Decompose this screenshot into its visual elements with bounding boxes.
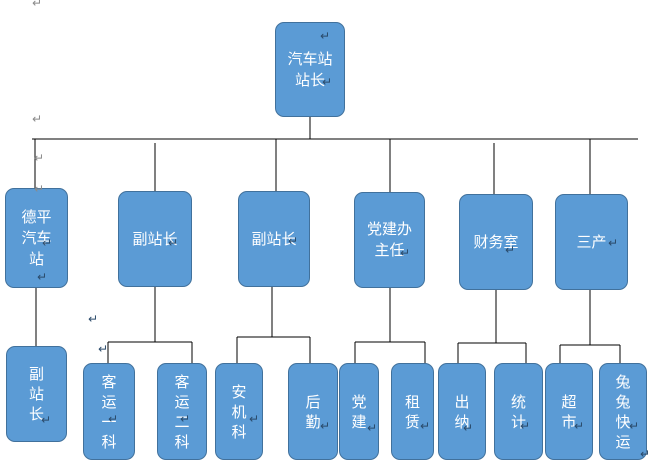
node-label: 租 赁 bbox=[404, 392, 420, 431]
node-zulin: 租 赁 bbox=[391, 363, 434, 460]
node-vice1: 副站长 bbox=[118, 191, 192, 287]
node-label: 副 站 长 bbox=[28, 365, 44, 423]
node-label: 安 机 科 bbox=[231, 382, 247, 441]
paragraph-mark-icon: ↵ bbox=[168, 236, 179, 250]
node-label: 三产 bbox=[576, 232, 607, 251]
paragraph-mark-icon: ↵ bbox=[608, 236, 619, 250]
paragraph-mark-icon: ↵ bbox=[520, 419, 531, 433]
paragraph-mark-icon: ↵ bbox=[320, 29, 331, 43]
paragraph-mark-icon: ↵ bbox=[322, 75, 333, 89]
node-label: 统 计 bbox=[510, 392, 526, 431]
paragraph-mark-icon: ↵ bbox=[629, 419, 640, 433]
paragraph-mark-icon: ↵ bbox=[463, 421, 474, 435]
node-anji: 安 机 科 bbox=[215, 363, 263, 460]
paragraph-mark-icon: ↵ bbox=[32, 0, 43, 10]
paragraph-mark-icon: ↵ bbox=[32, 112, 43, 126]
node-label: 后 勤 bbox=[305, 392, 321, 431]
node-dp_vice: 副 站 长 bbox=[6, 346, 67, 442]
node-houqin: 后 勤 bbox=[288, 363, 338, 460]
node-finance: 财务室 bbox=[459, 194, 533, 290]
node-tongji: 统 计 bbox=[494, 363, 543, 460]
node-vice2: 副站长 bbox=[238, 191, 310, 287]
node-label: 党建办 主任 bbox=[366, 220, 412, 259]
node-label: 客 运 二 科 bbox=[174, 372, 190, 451]
paragraph-mark-icon: ↵ bbox=[420, 419, 431, 433]
paragraph-mark-icon: ↵ bbox=[34, 151, 45, 165]
node-depingzhan: 德平 汽车 站 bbox=[5, 188, 68, 288]
node-keyun1: 客 运 一 科 bbox=[83, 363, 135, 460]
node-label: 汽车站 站长 bbox=[287, 49, 333, 89]
node-label: 党 建 bbox=[351, 392, 367, 431]
paragraph-mark-icon: ↵ bbox=[42, 236, 53, 250]
paragraph-mark-icon: ↵ bbox=[640, 447, 651, 461]
paragraph-mark-icon: ↵ bbox=[505, 243, 516, 257]
node-label: 客 运 一 科 bbox=[101, 372, 117, 451]
paragraph-mark-icon: ↵ bbox=[37, 270, 48, 284]
node-sanchan: 三产 bbox=[555, 194, 628, 290]
node-root: 汽车站 站长 bbox=[275, 22, 345, 117]
node-party: 党建办 主任 bbox=[354, 192, 425, 288]
paragraph-mark-icon: ↵ bbox=[34, 182, 45, 196]
paragraph-mark-icon: ↵ bbox=[108, 412, 119, 426]
node-label: 副站长 bbox=[132, 229, 178, 248]
node-label: 超 市 bbox=[561, 392, 577, 431]
paragraph-mark-icon: ↵ bbox=[400, 246, 411, 260]
node-tumian: 兔 兔 快 运 bbox=[599, 363, 647, 460]
paragraph-mark-icon: ↵ bbox=[320, 419, 331, 433]
node-label: 德平 汽车 站 bbox=[21, 207, 52, 268]
paragraph-mark-icon: ↵ bbox=[367, 421, 378, 435]
node-label: 出 纳 bbox=[454, 392, 470, 431]
node-chuna: 出 纳 bbox=[438, 363, 486, 460]
paragraph-mark-icon: ↵ bbox=[41, 413, 52, 427]
paragraph-mark-icon: ↵ bbox=[574, 419, 585, 433]
node-keyun2: 客 运 二 科 bbox=[157, 363, 207, 460]
node-chaoshi: 超 市 bbox=[545, 363, 593, 460]
paragraph-mark-icon: ↵ bbox=[98, 342, 109, 356]
paragraph-mark-icon: ↵ bbox=[88, 312, 99, 326]
paragraph-mark-icon: ↵ bbox=[180, 412, 191, 426]
node-label: 财务室 bbox=[473, 232, 519, 251]
paragraph-mark-icon: ↵ bbox=[288, 234, 299, 248]
node-label: 兔 兔 快 运 bbox=[615, 372, 631, 451]
paragraph-mark-icon: ↵ bbox=[249, 412, 260, 426]
node-label: 副站长 bbox=[251, 229, 297, 248]
node-dangjian: 党 建 bbox=[339, 363, 379, 460]
